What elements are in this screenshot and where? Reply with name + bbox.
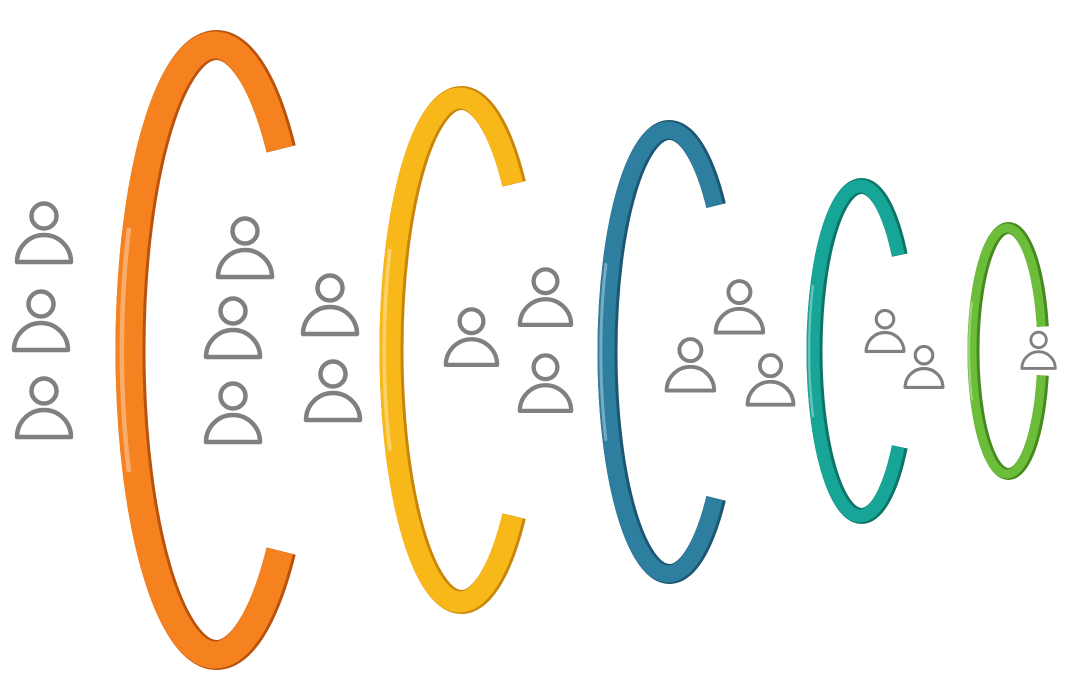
- person-icon: [218, 219, 272, 278]
- ring-highlight: [968, 301, 973, 401]
- person-icon: [520, 269, 571, 325]
- person-icon: [206, 384, 260, 443]
- person-icon: [1020, 330, 1057, 370]
- person-icon: [520, 355, 571, 411]
- person-icon: [903, 344, 945, 389]
- ring-highlight: [119, 227, 132, 473]
- person-icon: [446, 309, 497, 365]
- ring-icon: [967, 223, 1046, 479]
- person-icon: [17, 379, 71, 438]
- person-icon: [306, 362, 360, 421]
- ring-icon: [115, 31, 293, 669]
- ring-icon: [597, 121, 723, 583]
- person-icon: [14, 292, 68, 351]
- person-icon: [713, 279, 766, 335]
- ring-highlight: [599, 263, 608, 441]
- rings-group: [115, 30, 1049, 670]
- person-icon: [745, 353, 796, 407]
- person-icon: [303, 276, 357, 335]
- person-icon: [17, 204, 71, 263]
- person-icon: [664, 337, 717, 393]
- person-icon: [864, 308, 906, 353]
- ring-highlight: [382, 248, 392, 452]
- ring-highlight: [807, 284, 815, 418]
- person-icon: [206, 299, 260, 358]
- ring-icon: [806, 179, 905, 523]
- ring-icon: [379, 87, 523, 613]
